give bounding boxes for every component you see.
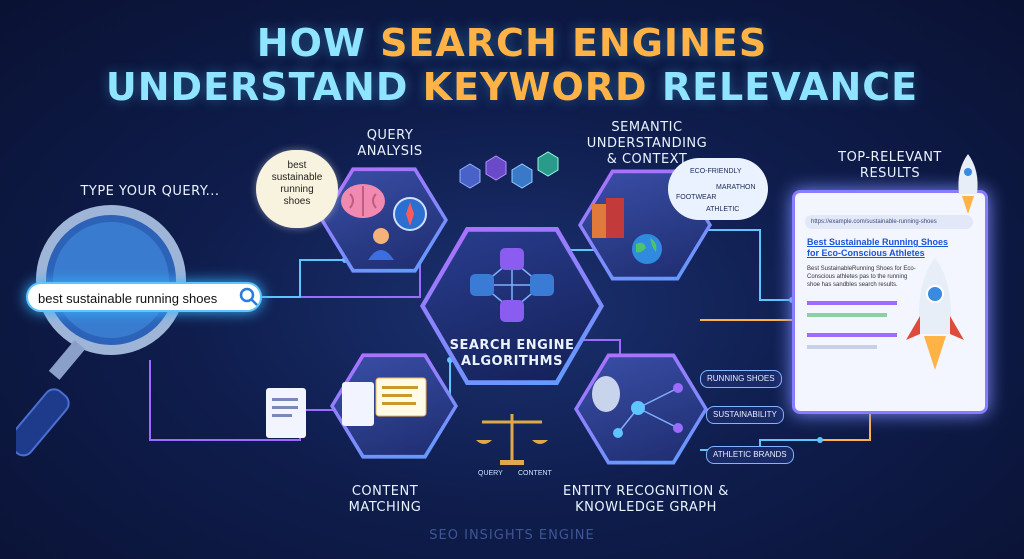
- scale-query-label: QUERY: [478, 470, 503, 477]
- semantic-word-marathon: MARATHON: [716, 184, 756, 191]
- entity-tag-running-shoes: RUNNING SHOES: [700, 370, 782, 388]
- entity-label: ENTITY RECOGNITION & KNOWLEDGE GRAPH: [563, 484, 729, 515]
- semantic-label: SEMANTIC UNDERSTANDING & CONTEXT: [586, 120, 708, 167]
- title-line-1: HOW SEARCH ENGINES: [0, 20, 1024, 66]
- magnifying-glass-icon: [16, 205, 186, 457]
- result-url: https://example.com/sustainable-running-…: [805, 215, 973, 229]
- title-word-search-engines: SEARCH ENGINES: [380, 21, 768, 65]
- brain-icon: [341, 184, 385, 218]
- matching-documents-icon: [342, 377, 427, 426]
- result-line: [807, 345, 877, 349]
- algorithm-network-icon: [470, 248, 554, 322]
- query-cloud: best sustainable running shoes: [256, 150, 338, 228]
- result-title-link[interactable]: Best Sustainable Running Shoes for Eco-C…: [807, 237, 949, 258]
- result-description: Best SustainableRunning Shoes for Eco-Co…: [807, 266, 916, 288]
- result-line: [807, 333, 897, 337]
- results-label: TOP-RELEVANT RESULTS: [838, 150, 942, 181]
- user-icon: [368, 228, 394, 260]
- scale-content-label: CONTENT: [518, 470, 552, 477]
- algorithms-label: SEARCH ENGINE ALGORITHMS: [449, 338, 575, 369]
- knowledge-graph-icon: [592, 376, 683, 438]
- semantic-word-footwear: FOOTWEAR: [676, 194, 717, 201]
- books-icon: [592, 198, 624, 238]
- semantic-word-athletic: ATHLETIC: [706, 206, 740, 213]
- globe-icon: [632, 234, 662, 264]
- document-icon: [266, 388, 306, 438]
- entity-tag-sustainability: SUSTAINABILITY: [706, 406, 784, 424]
- search-input[interactable]: best sustainable running shoes: [26, 282, 262, 312]
- query-prompt-label: TYPE YOUR QUERY...: [80, 184, 220, 199]
- title-word-relevance: RELEVANCE: [661, 65, 919, 109]
- result-line: [807, 301, 897, 305]
- small-rocket-icon: [958, 154, 978, 214]
- balance-scale-icon: [476, 414, 548, 465]
- rocket-icon: [906, 258, 964, 370]
- result-line: [807, 313, 887, 317]
- compass-icon: [393, 197, 427, 231]
- title-word-how: HOW: [256, 21, 366, 65]
- search-icon[interactable]: [238, 286, 260, 308]
- entity-tag-athletic-brands: ATHLETIC BRANDS: [706, 446, 794, 464]
- results-browser-window: https://example.com/sustainable-running-…: [792, 190, 988, 414]
- query-analysis-label: QUERY ANALYSIS: [357, 128, 423, 159]
- chip-icons: [459, 151, 559, 189]
- content-matching-label: CONTENT MATCHING: [348, 484, 422, 515]
- semantic-cloud: [668, 158, 768, 220]
- title-word-keyword: KEYWORD: [422, 65, 648, 109]
- semantic-word-eco: ECO-FRIENDLY: [690, 168, 742, 175]
- title-line-2: UNDERSTAND KEYWORD RELEVANCE: [0, 64, 1024, 110]
- footer-brand: SEO INSIGHTS ENGINE: [429, 528, 595, 543]
- title-word-understand: UNDERSTAND: [105, 65, 409, 109]
